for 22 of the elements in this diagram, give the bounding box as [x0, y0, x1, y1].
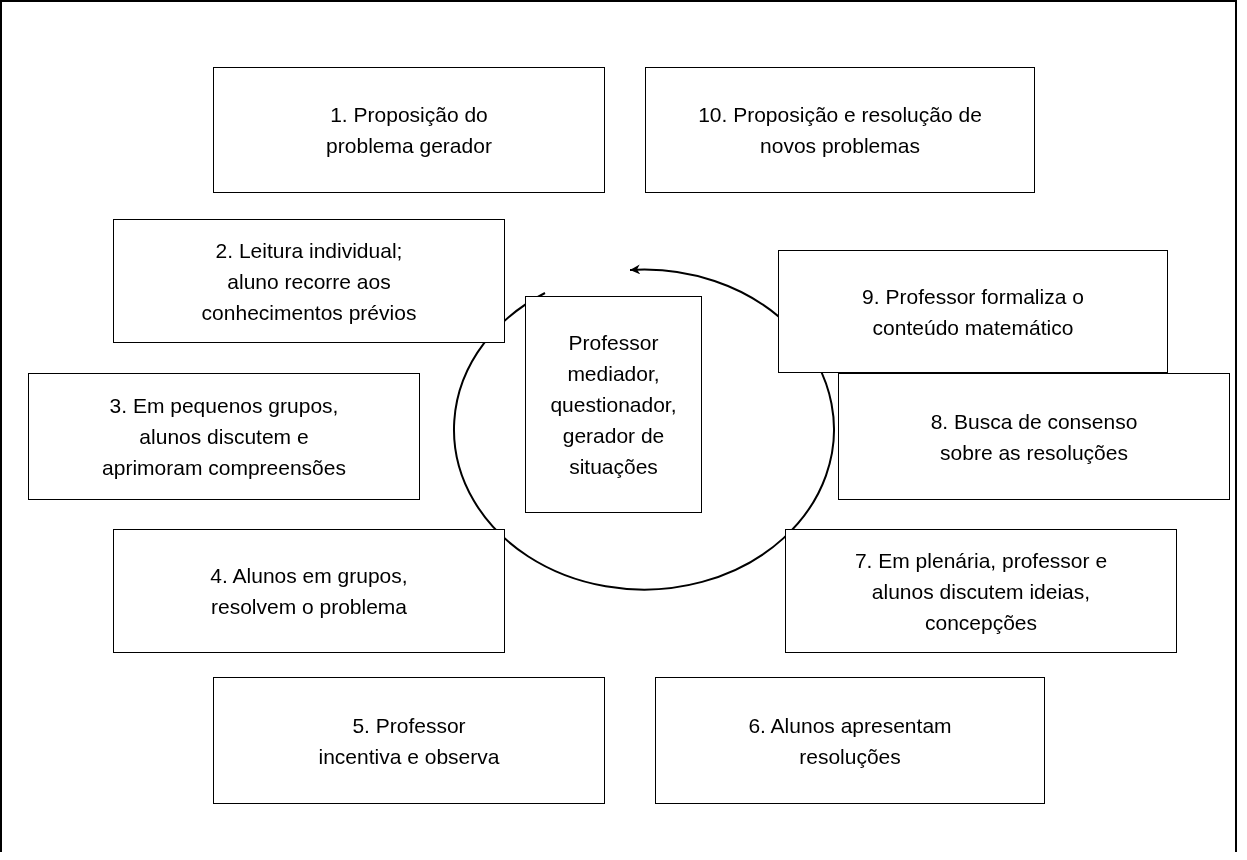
step-text: 8. Busca de consenso sobre as resoluções: [929, 408, 1139, 466]
step-box: [213, 67, 605, 193]
step-box: [113, 529, 505, 653]
step-text: Professor mediador, questionador, gerador de situações: [549, 330, 678, 480]
step-text: 7. Em plenária, professor e alunos discutem ideias, concepções: [853, 547, 1109, 636]
step-box: [838, 373, 1230, 500]
step-box: [113, 219, 505, 343]
step-box: [28, 373, 420, 500]
step-text: 1. Proposição do problema gerador: [325, 102, 493, 159]
step-box: [778, 250, 1168, 373]
step-box: [645, 67, 1035, 193]
step-text: 2. Leitura individual; aluno recorre aos conhecimentos prévios: [200, 237, 418, 326]
step-text: 5. Professor incentiva e observa: [317, 712, 501, 770]
step-text: 3. Em pequenos grupos, alunos discutem e aprimoram compreensões: [101, 393, 347, 481]
step-text: 9. Professor formaliza o conteúdo matemático: [861, 283, 1085, 341]
step-text: 4. Alunos em grupos, resolvem o problema: [209, 563, 409, 620]
step-text: 6. Alunos apresentam resoluções: [747, 712, 953, 770]
step-box: [655, 677, 1045, 804]
step-box: [785, 529, 1177, 653]
step-text: 10. Proposição e resolução de novos problemas: [697, 102, 983, 159]
step-box: [213, 677, 605, 804]
center-box: [525, 296, 702, 513]
